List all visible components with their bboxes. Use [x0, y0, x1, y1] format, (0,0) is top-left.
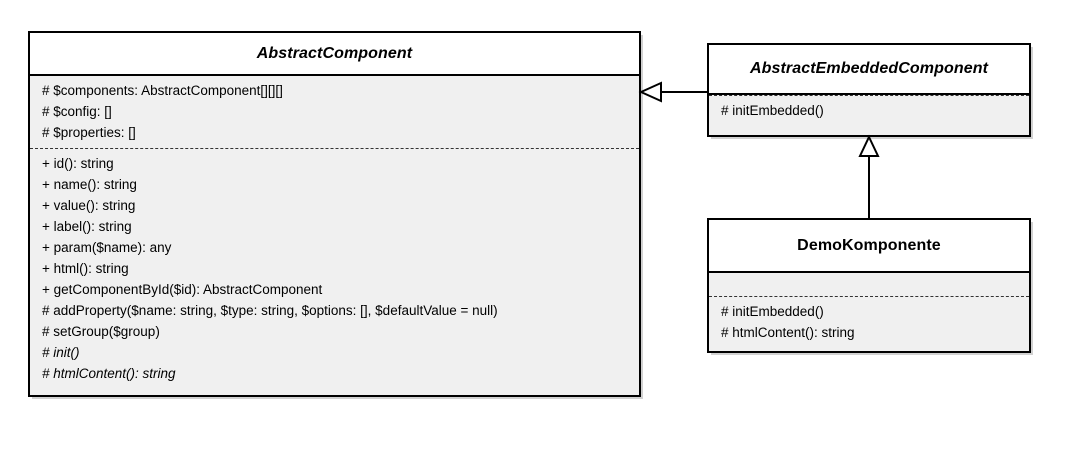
method-row: + value(): string	[42, 198, 136, 213]
compartment-separator	[709, 95, 1029, 96]
method-row: # init()	[42, 345, 80, 360]
generalization-demo-to-embedded	[858, 134, 880, 219]
class-header-abstract-embedded-component: AbstractEmbeddedComponent	[709, 45, 1029, 95]
method-row: + html(): string	[42, 261, 129, 276]
method-row: # htmlContent(): string	[42, 366, 176, 381]
attribute-row: # $config: []	[42, 104, 112, 119]
attributes-compartment-abstract-component: # $components: AbstractComponent[][][] #…	[30, 76, 639, 148]
method-row: + param($name): any	[42, 240, 172, 255]
attributes-compartment-demo-komponente	[709, 273, 1029, 296]
hollow-triangle-arrowhead-icon	[638, 81, 662, 103]
class-box-demo-komponente[interactable]: DemoKomponente # initEmbedded() # htmlCo…	[707, 218, 1031, 353]
class-name-abstract-embedded-component: AbstractEmbeddedComponent	[749, 60, 989, 77]
compartment-separator	[709, 296, 1029, 297]
method-row: + name(): string	[42, 177, 137, 192]
method-row: # setGroup($group)	[42, 324, 160, 339]
method-row: # initEmbedded()	[721, 304, 824, 319]
method-row: + label(): string	[42, 219, 132, 234]
method-row: + id(): string	[42, 156, 114, 171]
class-box-abstract-component[interactable]: AbstractComponent # $components: Abstrac…	[28, 31, 641, 397]
hollow-triangle-arrowhead-icon	[858, 134, 880, 157]
methods-compartment-abstract-embedded-component: # initEmbedded()	[709, 96, 1029, 126]
class-header-demo-komponente: DemoKomponente	[709, 220, 1029, 273]
class-name-abstract-component: AbstractComponent	[256, 44, 413, 62]
generalization-embedded-to-component	[638, 81, 709, 103]
class-box-abstract-embedded-component[interactable]: AbstractEmbeddedComponent # initEmbedded…	[707, 43, 1031, 137]
class-header-abstract-component: AbstractComponent	[30, 33, 639, 76]
attribute-row: # $properties: []	[42, 125, 136, 140]
methods-compartment-demo-komponente: # initEmbedded() # htmlContent(): string	[709, 297, 1029, 348]
method-row: # htmlContent(): string	[721, 325, 855, 340]
method-row: # initEmbedded()	[721, 103, 824, 118]
compartment-separator	[30, 148, 639, 149]
method-row: + getComponentById($id): AbstractCompone…	[42, 282, 323, 297]
class-name-demo-komponente: DemoKomponente	[797, 236, 941, 254]
method-row: # addProperty($name: string, $type: stri…	[42, 303, 498, 318]
attribute-row: # $components: AbstractComponent[][][]	[42, 83, 283, 98]
methods-compartment-abstract-component: + id(): string + name(): string + value(…	[30, 149, 639, 389]
